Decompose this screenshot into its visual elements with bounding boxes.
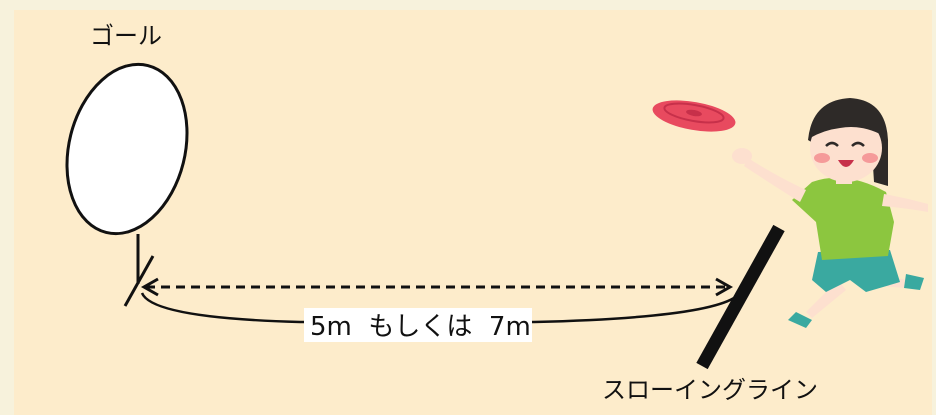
goal-label: ゴール <box>90 22 162 50</box>
disc-rim <box>663 102 725 124</box>
player-mouth <box>838 160 854 167</box>
arrowhead-right <box>715 277 734 297</box>
player-back-shoe <box>788 312 812 328</box>
distance-arrow <box>140 277 734 297</box>
player-shorts <box>812 250 900 292</box>
player-throwing-hand <box>732 148 752 164</box>
player-hair-bangs <box>810 104 884 138</box>
throwing-line <box>696 224 785 370</box>
goal-base-line <box>123 255 155 307</box>
flying-disc-icon <box>652 100 736 132</box>
goal-ring <box>65 62 189 236</box>
distance-brace <box>140 292 735 324</box>
arrowhead-left <box>140 277 159 297</box>
player-face <box>810 114 882 182</box>
player-shirt <box>792 177 894 260</box>
player-back-leg <box>806 280 846 318</box>
player-eye-right <box>851 141 865 147</box>
goal-ring-icon <box>65 62 189 307</box>
player-throwing-icon <box>732 98 928 328</box>
distance-label-box <box>304 308 532 342</box>
disc-center <box>686 109 702 117</box>
player-front-shoe <box>904 274 924 290</box>
distance-label: 5m もしくは 7m <box>310 312 531 342</box>
player-cheek-right <box>862 153 878 163</box>
player-throwing-arm <box>744 158 806 202</box>
player-cheek-left <box>814 153 830 163</box>
player-other-arm <box>882 194 928 212</box>
throwing-line-label: スローイングライン <box>602 376 818 404</box>
player-eye-left <box>825 141 839 147</box>
